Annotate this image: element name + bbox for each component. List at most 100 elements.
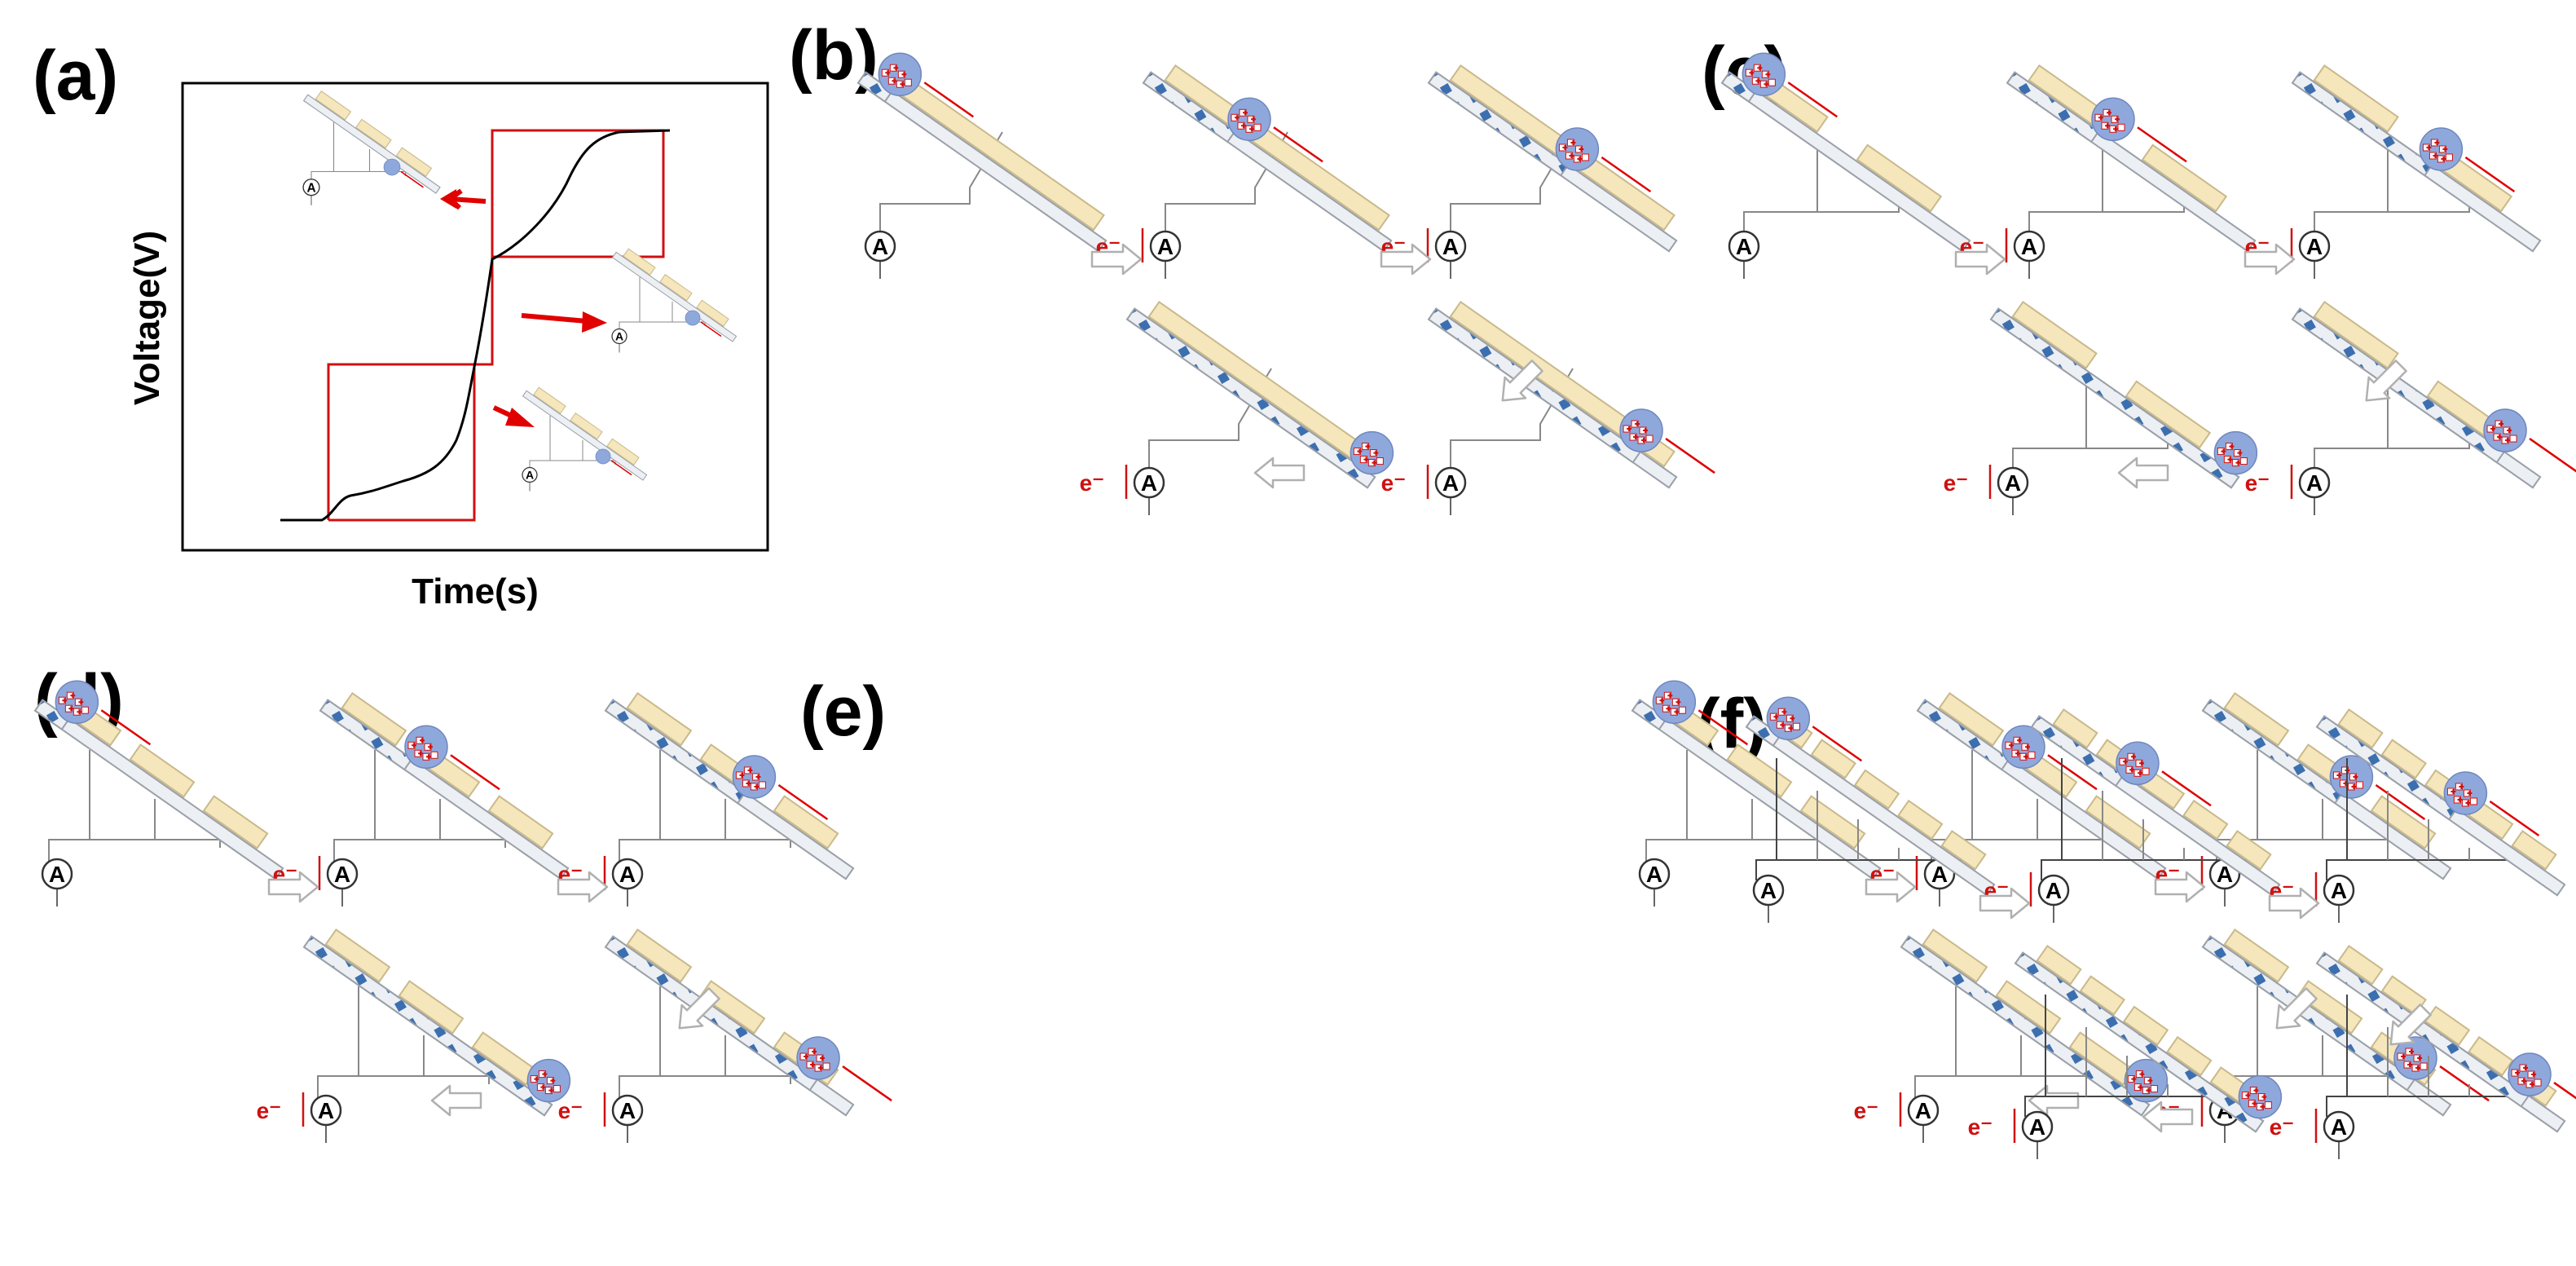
droplet (2443, 770, 2488, 815)
panel-f-stage-1: A (1745, 696, 2006, 924)
ammeter-label: A (1915, 1098, 1931, 1123)
electron-label: e⁻ (1944, 470, 1968, 496)
ammeter-label: A (872, 234, 888, 259)
ammeter-label: A (619, 862, 636, 887)
ammeter-label: A (2306, 234, 2323, 259)
panel-e-label: (e) (800, 673, 886, 751)
negative-charge-layer (302, 935, 553, 1117)
negative-charge-layer (2291, 71, 2433, 177)
ammeter-label: A (2029, 1114, 2045, 1140)
voltage-response-trace (280, 129, 671, 522)
negative-charge-layer (2315, 951, 2530, 1108)
sliding-direction-line (842, 1065, 892, 1102)
inset-middle-ammeter-label: A (615, 330, 623, 343)
droplet (2508, 1052, 2552, 1097)
droplet (1619, 408, 1664, 453)
electron-label: e⁻ (1080, 470, 1104, 496)
electron-label: e⁻ (1381, 470, 1406, 496)
panel-c-stage-1: A (1720, 52, 1982, 280)
sliding-direction-line (1273, 126, 1323, 163)
sliding-direction-line (1812, 726, 1863, 762)
sliding-direction-line (2489, 800, 2540, 837)
droplet (878, 52, 923, 97)
ammeter-label: A (49, 862, 65, 887)
panel-c-stage-4: Ae⁻ (2245, 291, 2576, 517)
negative-charge-layer (33, 699, 71, 731)
inset-middle: A (611, 243, 742, 354)
panel-b-stage-1: A (856, 52, 1118, 280)
electron-label: e⁻ (2270, 1114, 2294, 1140)
panel-a: (a) Voltage(V) Time(s) A A (33, 37, 769, 611)
panel-d-stage-3: Ae⁻ (558, 682, 865, 908)
panel-f-stage-2: Ae⁻ (1984, 699, 2292, 924)
negative-charge-layer (1427, 71, 1570, 177)
panel-d-stage-5: Ae⁻ (257, 919, 571, 1145)
sliding-direction-line (2553, 1082, 2576, 1100)
ammeter-label: A (2021, 234, 2037, 259)
panel-e-stage-1: A (1631, 680, 1892, 908)
negative-charge-layer (604, 935, 819, 1092)
negative-charge-layer (1142, 71, 1236, 143)
droplet (2419, 126, 2464, 171)
arrow-to-inset-bottom (505, 408, 535, 427)
negative-charge-layer (1125, 307, 1376, 489)
sliding-direction-line (2161, 770, 2212, 807)
sliding-direction-line (1665, 438, 1715, 474)
y-axis-title: Voltage(V) (127, 231, 167, 405)
sliding-direction-line (2439, 1065, 2490, 1102)
x-axis-title: Time(s) (412, 571, 539, 611)
panel-c-stage-2: Ae⁻ (1960, 55, 2267, 280)
sliding-direction-line (2464, 156, 2516, 193)
droplet (1350, 430, 1394, 475)
negative-charge-layer (2291, 307, 2506, 464)
negative-charge-layer (1745, 715, 1782, 748)
droplet (2090, 97, 2135, 142)
sliding-direction-line (777, 783, 829, 821)
panel-c-process-arrow-4 (2117, 457, 2169, 489)
sliding-direction-line (923, 82, 975, 118)
inset-top: A (302, 85, 447, 206)
panel-d-stage-4: Ae⁻ (558, 919, 892, 1145)
droplet (732, 754, 777, 799)
negative-charge-layer (1631, 699, 1668, 731)
ammeter-label: A (318, 1098, 334, 1123)
negative-charge-layer (2014, 951, 2265, 1133)
sliding-direction-line (100, 709, 152, 746)
panel-b-stage-3: Ae⁻ (1381, 55, 1689, 280)
negative-charge-layer (2201, 935, 2416, 1092)
panel-c-stage-5: Ae⁻ (1944, 291, 2258, 517)
negative-charge-layer (2201, 699, 2344, 805)
electron-label: e⁻ (558, 1098, 583, 1123)
sliding-direction-line (1601, 156, 1652, 193)
negative-charge-layer (1900, 935, 2151, 1117)
electron-label: e⁻ (1968, 1114, 1993, 1140)
sliding-direction-line (2047, 754, 2098, 791)
droplet (1742, 52, 1786, 97)
droplet (1652, 680, 1697, 725)
ammeter-label: A (1646, 862, 1662, 887)
device (2292, 291, 2552, 489)
device (605, 919, 865, 1117)
panel-d-stage-1: A (33, 680, 295, 908)
panel-e-process-arrow-4 (2028, 1084, 2080, 1117)
inset-top-ammeter-label: A (306, 181, 315, 195)
device (1143, 55, 1403, 253)
ammeter-label: A (2045, 878, 2062, 903)
ammeter-label: A (1157, 234, 1174, 259)
panel-b-stage-2: Ae⁻ (1096, 55, 1403, 280)
device (1428, 291, 1689, 489)
panel-e-stage-5: Ae⁻ (1854, 919, 2169, 1145)
chart-frame (181, 82, 769, 552)
ammeter-label: A (1141, 470, 1157, 496)
ammeter-label: A (2005, 470, 2021, 496)
panel-b-stage-4: Ae⁻ (1381, 291, 1715, 517)
ammeter-label: A (1442, 234, 1459, 259)
negative-charge-layer (2315, 715, 2458, 821)
ammeter-label: A (2331, 878, 2347, 903)
negative-charge-layer (604, 699, 746, 805)
